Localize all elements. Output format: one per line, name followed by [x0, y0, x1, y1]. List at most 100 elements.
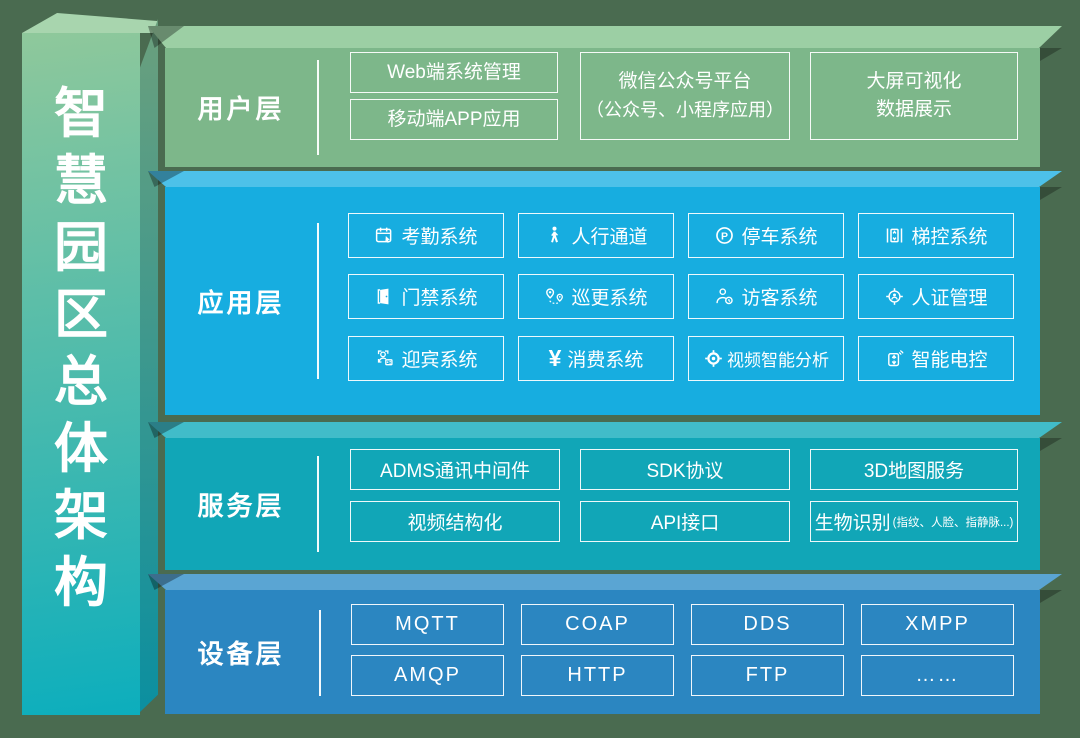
title-char: 架: [54, 486, 108, 546]
app-layer-right-shadow: [1040, 187, 1062, 200]
app-item-box: 门禁系统: [348, 274, 504, 319]
service-item-box: ADMS通讯中间件: [350, 449, 560, 490]
device-layer-label: 设备层: [197, 638, 285, 669]
app-item-box: 梯控系统: [858, 213, 1014, 258]
user-layer: 用户层 Web端系统管理 移动端APP应用 微信公众号平台 （公众号、小程序应用…: [165, 48, 1040, 167]
user-item-box: 移动端APP应用: [350, 99, 558, 140]
banner-top-face: [22, 13, 157, 33]
device-layer-divider: [319, 610, 321, 696]
app-item-box: 智能电控: [858, 336, 1014, 381]
service-item-label: SDK协议: [646, 461, 724, 482]
device-layer-top-face: [148, 574, 1062, 590]
device-item-box: XMPP: [861, 604, 1014, 645]
app-item-box: 考勤系统: [348, 213, 504, 258]
yen-icon: ¥: [548, 345, 562, 371]
app-item-box: ¥ 消费系统: [518, 336, 674, 381]
device-item-box: MQTT: [351, 604, 504, 645]
app-item-box: 巡更系统: [518, 274, 674, 319]
attendance-calendar-icon: [376, 227, 392, 243]
app-layer-divider: [317, 223, 319, 379]
title-char: 智: [54, 84, 108, 144]
app-item-label: 消费系统: [567, 350, 644, 371]
door-icon: [378, 288, 389, 305]
app-item-label: 停车系统: [741, 227, 818, 248]
service-item-label: 生物识别: [814, 513, 891, 534]
patrol-route-icon: [546, 288, 564, 305]
app-item-label: 视频智能分析: [727, 351, 829, 370]
device-item-box: FTP: [691, 655, 844, 696]
user-item-label: 大屏可视化: [866, 71, 962, 92]
user-item-label: 移动端APP应用: [387, 108, 521, 130]
app-item-label: 人行通道: [571, 227, 648, 248]
user-layer-label: 用户层: [197, 94, 285, 124]
service-layer-right-shadow: [1040, 438, 1062, 451]
device-item-label: FTP: [745, 664, 790, 686]
device-layer: 设备层 MQTT COAP DDS XMPP AMQP HTTP FTP ……: [165, 590, 1040, 714]
title-char: 园: [54, 218, 108, 278]
service-layer: 服务层 ADMS通讯中间件 SDK协议 3D地图服务 视频结构化 API接口 生…: [165, 438, 1040, 570]
service-item-label: 3D地图服务: [863, 461, 965, 482]
device-item-label: ……: [915, 664, 960, 686]
elevator-icon: [887, 228, 903, 243]
title-banner: 智 慧 园 区 总 体 架 构: [22, 33, 140, 715]
device-item-box: HTTP: [521, 655, 674, 696]
user-item-sublabel: 数据展示: [875, 99, 952, 120]
svg-text:P: P: [721, 230, 728, 242]
parking-icon: P: [716, 227, 734, 244]
user-item-label: 微信公众号平台: [618, 71, 752, 92]
video-target-icon: [705, 350, 722, 367]
user-item-box: 微信公众号平台 （公众号、小程序应用）: [580, 52, 790, 140]
user-item-sublabel: （公众号、小程序应用）: [586, 100, 784, 120]
title-char: 体: [54, 419, 108, 479]
user-layer-divider: [317, 60, 319, 155]
device-layer-right-shadow: [1040, 590, 1062, 603]
device-item-label: COAP: [565, 613, 630, 635]
service-item-sublabel: (指纹、人脸、指静脉...): [892, 516, 1014, 529]
app-layer-label: 应用层: [197, 287, 285, 318]
device-item-label: AMQP: [394, 664, 461, 686]
device-item-box: AMQP: [351, 655, 504, 696]
app-item-label: 智能电控: [911, 350, 988, 371]
service-layer-divider: [317, 456, 319, 552]
service-item-label: API接口: [650, 513, 720, 534]
app-item-label: 门禁系统: [401, 288, 478, 309]
app-item-label: 梯控系统: [911, 227, 988, 248]
app-item-box: 视频智能分析: [688, 336, 844, 381]
banner-side-face: [140, 19, 158, 712]
app-item-label: 巡更系统: [571, 288, 648, 309]
device-item-label: HTTP: [567, 664, 628, 686]
greeter-icon: [378, 350, 394, 366]
user-layer-right-shadow: [1040, 48, 1062, 61]
app-item-box: P 停车系统: [688, 213, 844, 258]
pedestrian-icon: [551, 226, 559, 243]
app-layer: 应用层 考勤系统 人行通道 P 停车系统 梯控系统 门禁系统 巡更系统: [165, 187, 1040, 415]
app-item-box: 迎宾系统: [348, 336, 504, 381]
service-item-box: 3D地图服务: [810, 449, 1018, 490]
app-item-box: 访客系统: [688, 274, 844, 319]
user-layer-top-face: [148, 26, 1062, 48]
device-item-label: DDS: [743, 613, 792, 635]
face-verify-icon: [886, 288, 904, 305]
device-item-box: DDS: [691, 604, 844, 645]
device-item-label: MQTT: [395, 613, 460, 635]
title-char: 总: [54, 352, 108, 412]
app-item-label: 考勤系统: [401, 227, 478, 248]
smart-power-icon: [888, 349, 905, 367]
service-layer-top-face: [148, 422, 1062, 438]
user-item-label: Web端系统管理: [387, 61, 521, 83]
device-item-box: ……: [861, 655, 1014, 696]
device-item-box: COAP: [521, 604, 674, 645]
service-item-box: 生物识别 (指纹、人脸、指静脉...): [810, 501, 1018, 542]
title-char: 构: [54, 553, 108, 613]
app-item-box: 人行通道: [518, 213, 674, 258]
user-item-box: Web端系统管理: [350, 52, 558, 93]
service-layer-label: 服务层: [197, 490, 285, 521]
service-item-box: 视频结构化: [350, 501, 560, 542]
app-item-label: 人证管理: [911, 288, 988, 309]
user-item-box: 大屏可视化 数据展示: [810, 52, 1018, 140]
title-char: 慧: [54, 151, 108, 211]
service-item-box: SDK协议: [580, 449, 790, 490]
app-item-label: 迎宾系统: [401, 350, 478, 371]
service-item-box: API接口: [580, 501, 790, 542]
